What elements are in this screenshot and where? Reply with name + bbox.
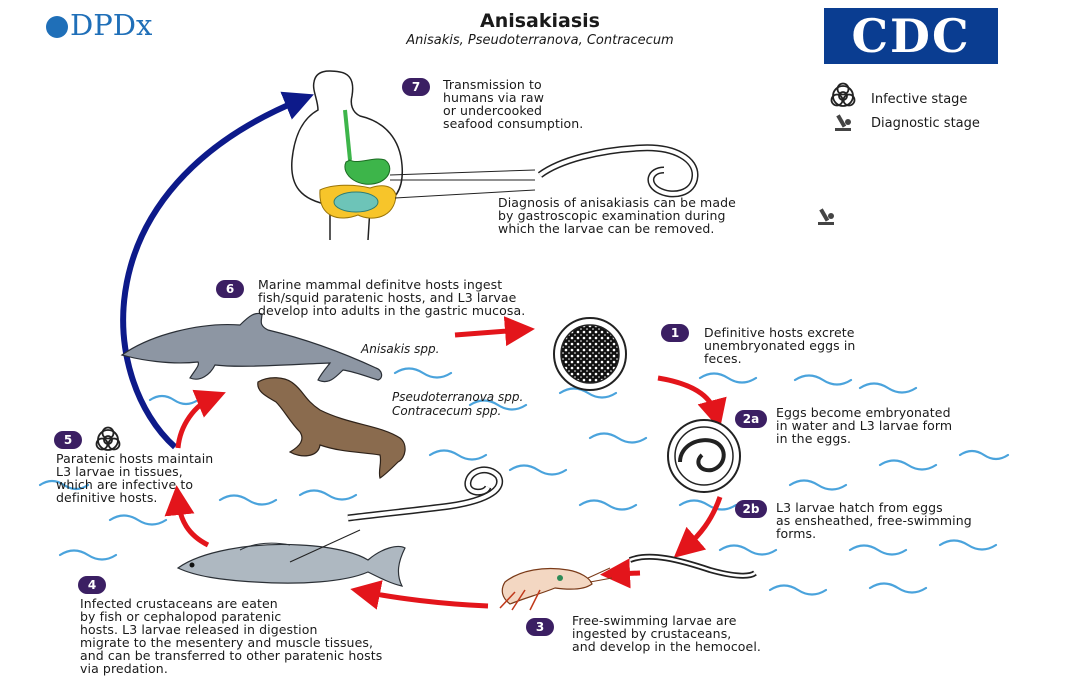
dpdx-logo-text: DPDx [70,8,153,42]
water-waves [38,367,1010,596]
step-3-badge: 3 [526,618,554,636]
legend-diagnostic: Diagnostic stage [871,116,980,131]
page-title: Anisakiasis [480,10,600,32]
larva-fish [347,466,504,522]
step-1-badge: 1 [661,324,689,342]
biohazard-icon-step5 [95,426,121,451]
embryonated-egg [667,419,741,493]
step-4-badge: 4 [78,576,106,594]
step-7-badge: 7 [402,78,430,96]
microscope-icon [835,114,851,131]
legend-infective: Infective stage [871,92,968,107]
dpdx-logo: DPDx [46,8,152,42]
microscope-icon-diagnosis [818,208,834,225]
cycle-arrows [164,316,727,610]
pointer-lines [389,169,536,199]
dpdx-globe-icon [46,16,68,38]
biohazard-icon [830,82,856,107]
species-anisakis: Anisakis spp. [361,342,440,356]
step-2a-badge: 2a [735,410,767,428]
fish [176,529,406,587]
return-arrow [120,91,314,450]
free-swimming-larva [628,553,757,579]
step-6-badge: 6 [216,280,244,298]
sea-lion [257,377,406,479]
larva-coil [537,144,699,198]
page-subtitle: Anisakis, Pseudoterranova, Contracecum [406,33,674,48]
unembryonated-egg [553,317,627,391]
step-2b-badge: 2b [735,500,767,518]
species-others: Pseudoterranova spp.Contracecum spp. [392,390,524,418]
human-figure [291,70,404,241]
step-5-badge: 5 [54,431,82,449]
dolphin [120,312,383,383]
crustacean [499,567,613,611]
cdc-logo-text: CDC [851,9,971,63]
cdc-logo: CDC [824,8,998,64]
